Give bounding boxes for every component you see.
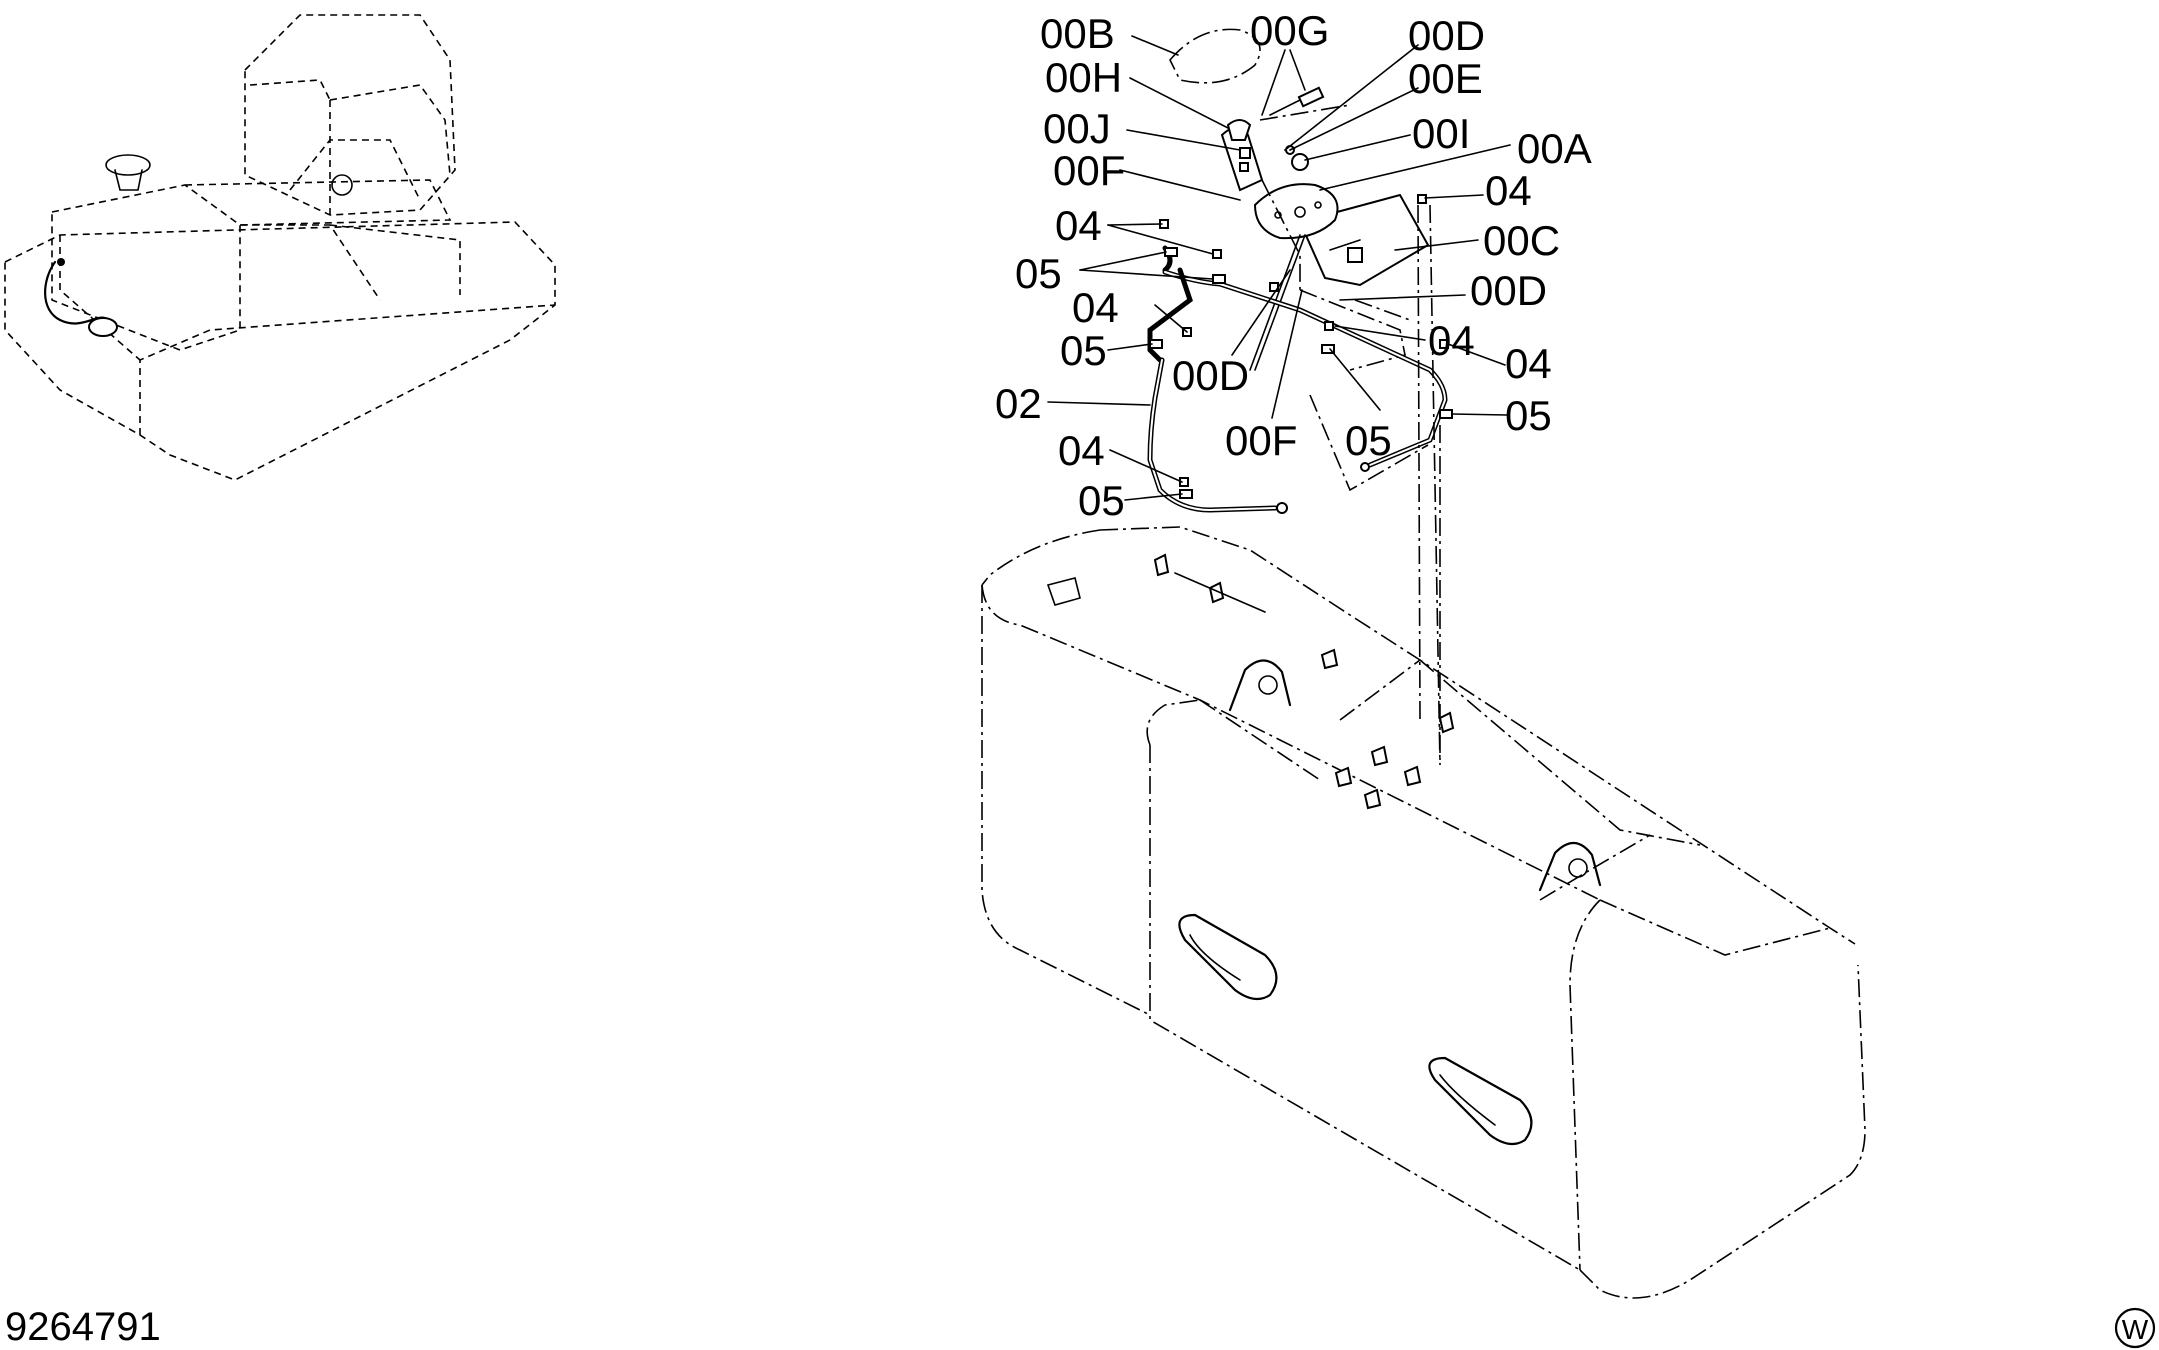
callout-00A: 00A	[1517, 125, 1592, 172]
callout-labels: 00B 00G 00D 00H 00E 00J 00I 00A 00F 04 0…	[995, 7, 1592, 524]
callout-00D-top: 00D	[1408, 12, 1485, 59]
callout-04-left-a: 04	[1055, 202, 1102, 249]
drawing-number: 9264791	[5, 1305, 161, 1349]
callout-05-left-c: 05	[1078, 477, 1125, 524]
callout-04-left-c: 04	[1058, 427, 1105, 474]
callout-04-far-right: 04	[1505, 340, 1552, 387]
callout-00I: 00I	[1412, 110, 1470, 157]
callout-00D-mid: 00D	[1172, 352, 1249, 399]
callout-05-mid: 05	[1345, 417, 1392, 464]
brand-mark-letter: W	[2122, 1314, 2149, 1345]
counterweight-body	[981, 526, 1866, 1299]
callout-00E: 00E	[1408, 55, 1483, 102]
callout-00B: 00B	[1040, 10, 1115, 57]
callout-04-left-b: 04	[1072, 284, 1119, 331]
callout-00G: 00G	[1250, 7, 1329, 54]
callout-02: 02	[995, 380, 1042, 427]
leader-lines	[1047, 35, 1511, 501]
callout-00C: 00C	[1483, 217, 1560, 264]
callout-05-far-right: 05	[1505, 392, 1552, 439]
callout-04-right-top: 04	[1485, 167, 1532, 214]
brand-mark-icon: W	[2114, 1307, 2156, 1349]
callout-00H: 00H	[1045, 54, 1122, 101]
fuel-sensor-assembly	[1147, 28, 1453, 766]
callout-00J: 00J	[1043, 105, 1111, 152]
callout-04-mid-right: 04	[1428, 317, 1475, 364]
callout-05-left-b: 05	[1060, 327, 1107, 374]
excavator-overview-thumbnail	[4, 14, 556, 481]
callout-05-left-a: 05	[1015, 250, 1062, 297]
callout-00F-mid: 00F	[1225, 417, 1297, 464]
callout-00D-right: 00D	[1470, 267, 1547, 314]
callout-00F-top: 00F	[1053, 147, 1125, 194]
